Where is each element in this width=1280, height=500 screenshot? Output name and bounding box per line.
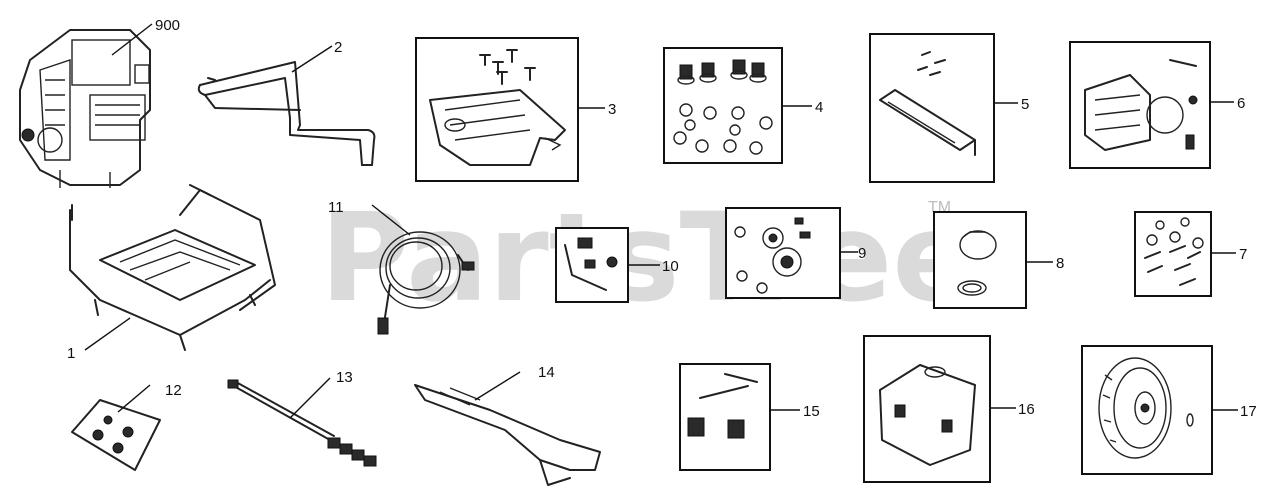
label-12[interactable]: 12 (165, 382, 182, 399)
spray-gun-part[interactable] (414, 384, 601, 486)
part-7-box[interactable] (1134, 211, 1212, 297)
leader-12 (117, 384, 151, 413)
bearing-kit-part (734, 217, 811, 294)
engine-part[interactable] (19, 29, 151, 188)
label-11[interactable]: 11 (328, 199, 344, 216)
nuts-part-4 (673, 103, 773, 155)
leader-14 (474, 371, 521, 401)
label-17[interactable]: 17 (1240, 403, 1257, 420)
label-4[interactable]: 4 (815, 99, 823, 116)
label-15[interactable]: 15 (803, 403, 820, 420)
wheel-part (1098, 357, 1194, 459)
label-10[interactable]: 10 (662, 258, 679, 275)
bolts-knobs-part (687, 373, 758, 439)
leader-2 (291, 45, 333, 73)
part-8-box[interactable] (933, 211, 1027, 309)
vibration-mounts-part (677, 59, 767, 85)
label-7[interactable]: 7 (1239, 246, 1247, 263)
fitting-kit-part (564, 237, 618, 291)
part-15-box[interactable] (679, 363, 771, 471)
cap-seal-part (957, 230, 997, 296)
label-14[interactable]: 14 (538, 364, 555, 381)
leader-11 (371, 204, 411, 236)
watermark: PartsTree (320, 187, 975, 329)
fuel-tank-part (879, 364, 976, 466)
part-5-box[interactable] (869, 33, 995, 183)
leader-1 (84, 317, 131, 351)
leader-900 (111, 23, 153, 56)
label-6[interactable]: 6 (1237, 95, 1245, 112)
label-3[interactable]: 3 (608, 101, 616, 118)
hose-part[interactable] (377, 231, 475, 335)
label-900[interactable]: 900 (155, 17, 180, 34)
leader-13 (289, 377, 331, 419)
shroud-part (429, 89, 566, 166)
label-5[interactable]: 5 (1021, 96, 1029, 113)
plate-hardware-part[interactable] (71, 399, 161, 471)
label-8[interactable]: 8 (1056, 255, 1064, 272)
pump-part (1084, 59, 1198, 151)
spray-lance-part[interactable] (227, 379, 377, 467)
label-16[interactable]: 16 (1018, 401, 1035, 418)
part-9-box[interactable] (725, 207, 841, 299)
label-2[interactable]: 2 (334, 39, 342, 56)
part-16-box[interactable] (863, 335, 991, 483)
label-9[interactable]: 9 (858, 245, 866, 262)
label-1[interactable]: 1 (67, 345, 75, 362)
handle-part[interactable] (197, 61, 376, 166)
screws-part-3 (479, 49, 536, 85)
part-3-box[interactable] (415, 37, 579, 182)
bracket-part (879, 51, 976, 156)
screws-washers-part (1144, 217, 1204, 286)
frame-part[interactable] (69, 184, 276, 351)
label-13[interactable]: 13 (336, 369, 353, 386)
